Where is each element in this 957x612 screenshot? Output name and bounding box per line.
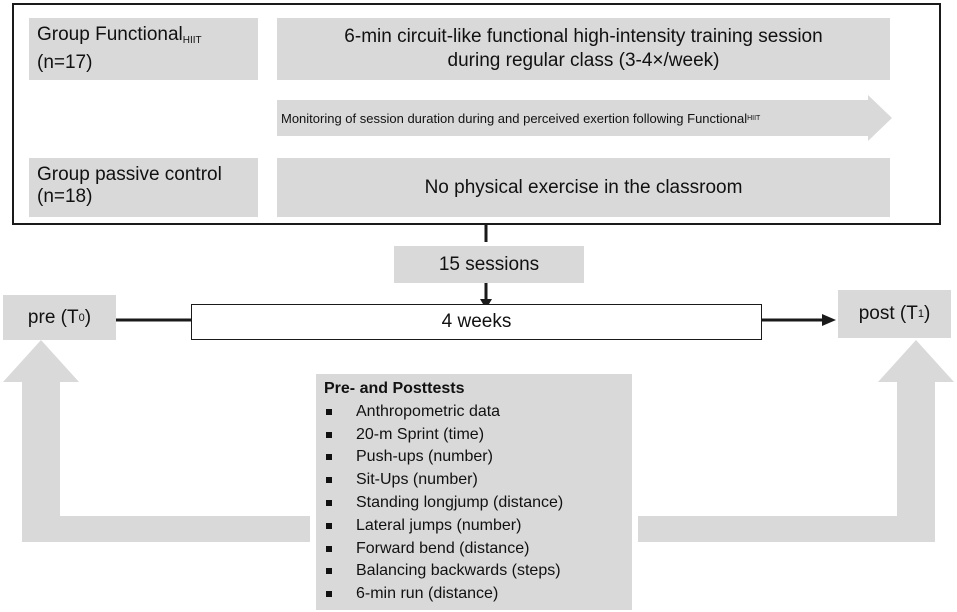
test-item: Anthropometric data (324, 401, 632, 424)
test-item-label: Forward bend (distance) (356, 539, 530, 557)
test-item-label: Balancing backwards (steps) (356, 562, 561, 580)
control-group-box: Group passive control (n=18) (29, 158, 258, 217)
right-return-arrow (638, 340, 954, 542)
duration-label: 4 weeks (441, 311, 512, 332)
bullet-square-icon (326, 545, 332, 552)
bullet-square-icon (326, 477, 332, 484)
test-item-label: Sit-Ups (number) (356, 471, 478, 489)
post-label: post (T (858, 303, 918, 324)
test-item-label: Standing longjump (distance) (356, 493, 564, 511)
pre-subscript: 0 (78, 311, 85, 324)
bullet-square-icon (326, 408, 332, 415)
functional-group-n: (n=17) (37, 52, 93, 73)
intervention-frame (12, 3, 941, 225)
monitoring-label: Monitoring of session duration during an… (281, 100, 881, 136)
test-item: Forward bend (distance) (324, 538, 632, 561)
test-item: Standing longjump (distance) (324, 492, 632, 515)
monitoring-arrow (277, 95, 892, 141)
test-item-label: 20-m Sprint (time) (356, 425, 485, 443)
monitoring-text: Monitoring of session duration during an… (281, 110, 748, 126)
sessions-box: 15 sessions (394, 246, 584, 283)
functional-description-line1: 6-min circuit-like functional high-inten… (344, 26, 823, 47)
functional-group-name: Group Functional (37, 24, 183, 45)
test-item: Sit-Ups (number) (324, 469, 632, 492)
pre-label: pre (T (27, 306, 79, 328)
bullet-square-icon (326, 454, 332, 461)
control-group-name: Group passive control (37, 164, 222, 185)
post-close: ) (923, 303, 931, 324)
duration-box: 4 weeks (191, 304, 762, 340)
left-return-arrow (3, 340, 310, 542)
bullet-square-icon (326, 568, 332, 575)
control-description: No physical exercise in the classroom (424, 176, 743, 198)
test-item: 6-min run (distance) (324, 583, 632, 606)
tests-list: Anthropometric data 20-m Sprint (time) P… (324, 401, 632, 606)
bullet-square-icon (326, 499, 332, 506)
test-item-label: Anthropometric data (356, 402, 501, 420)
tests-title: Pre- and Posttests (324, 380, 465, 397)
bullet-square-icon (326, 431, 332, 438)
pre-close: ) (84, 306, 92, 328)
test-item-label: Push-ups (number) (356, 448, 493, 466)
functional-group-box: Group FunctionalHIIT (n=17) (29, 18, 258, 80)
bullet-square-icon (326, 522, 332, 529)
test-item: Balancing backwards (steps) (324, 560, 632, 583)
test-item: Push-ups (number) (324, 446, 632, 469)
functional-description-line2: during regular class (3-4×/week) (447, 50, 720, 71)
functional-description-box: 6-min circuit-like functional high-inten… (277, 18, 890, 80)
control-description-box: No physical exercise in the classroom (277, 158, 890, 217)
bullet-square-icon (326, 591, 332, 598)
tests-box: Pre- and Posttests Anthropometric data 2… (316, 374, 632, 610)
post-subscript: 1 (917, 308, 924, 320)
test-item: Lateral jumps (number) (324, 515, 632, 538)
test-item-label: 6-min run (distance) (356, 585, 499, 603)
post-arrowhead (822, 314, 836, 326)
sessions-label: 15 sessions (438, 253, 540, 275)
control-group-n: (n=18) (37, 186, 93, 207)
test-item: 20-m Sprint (time) (324, 424, 632, 447)
functional-group-subscript: HIIT (182, 35, 202, 46)
test-item-label: Lateral jumps (number) (356, 516, 522, 534)
monitoring-subscript: HIIT (747, 114, 761, 122)
